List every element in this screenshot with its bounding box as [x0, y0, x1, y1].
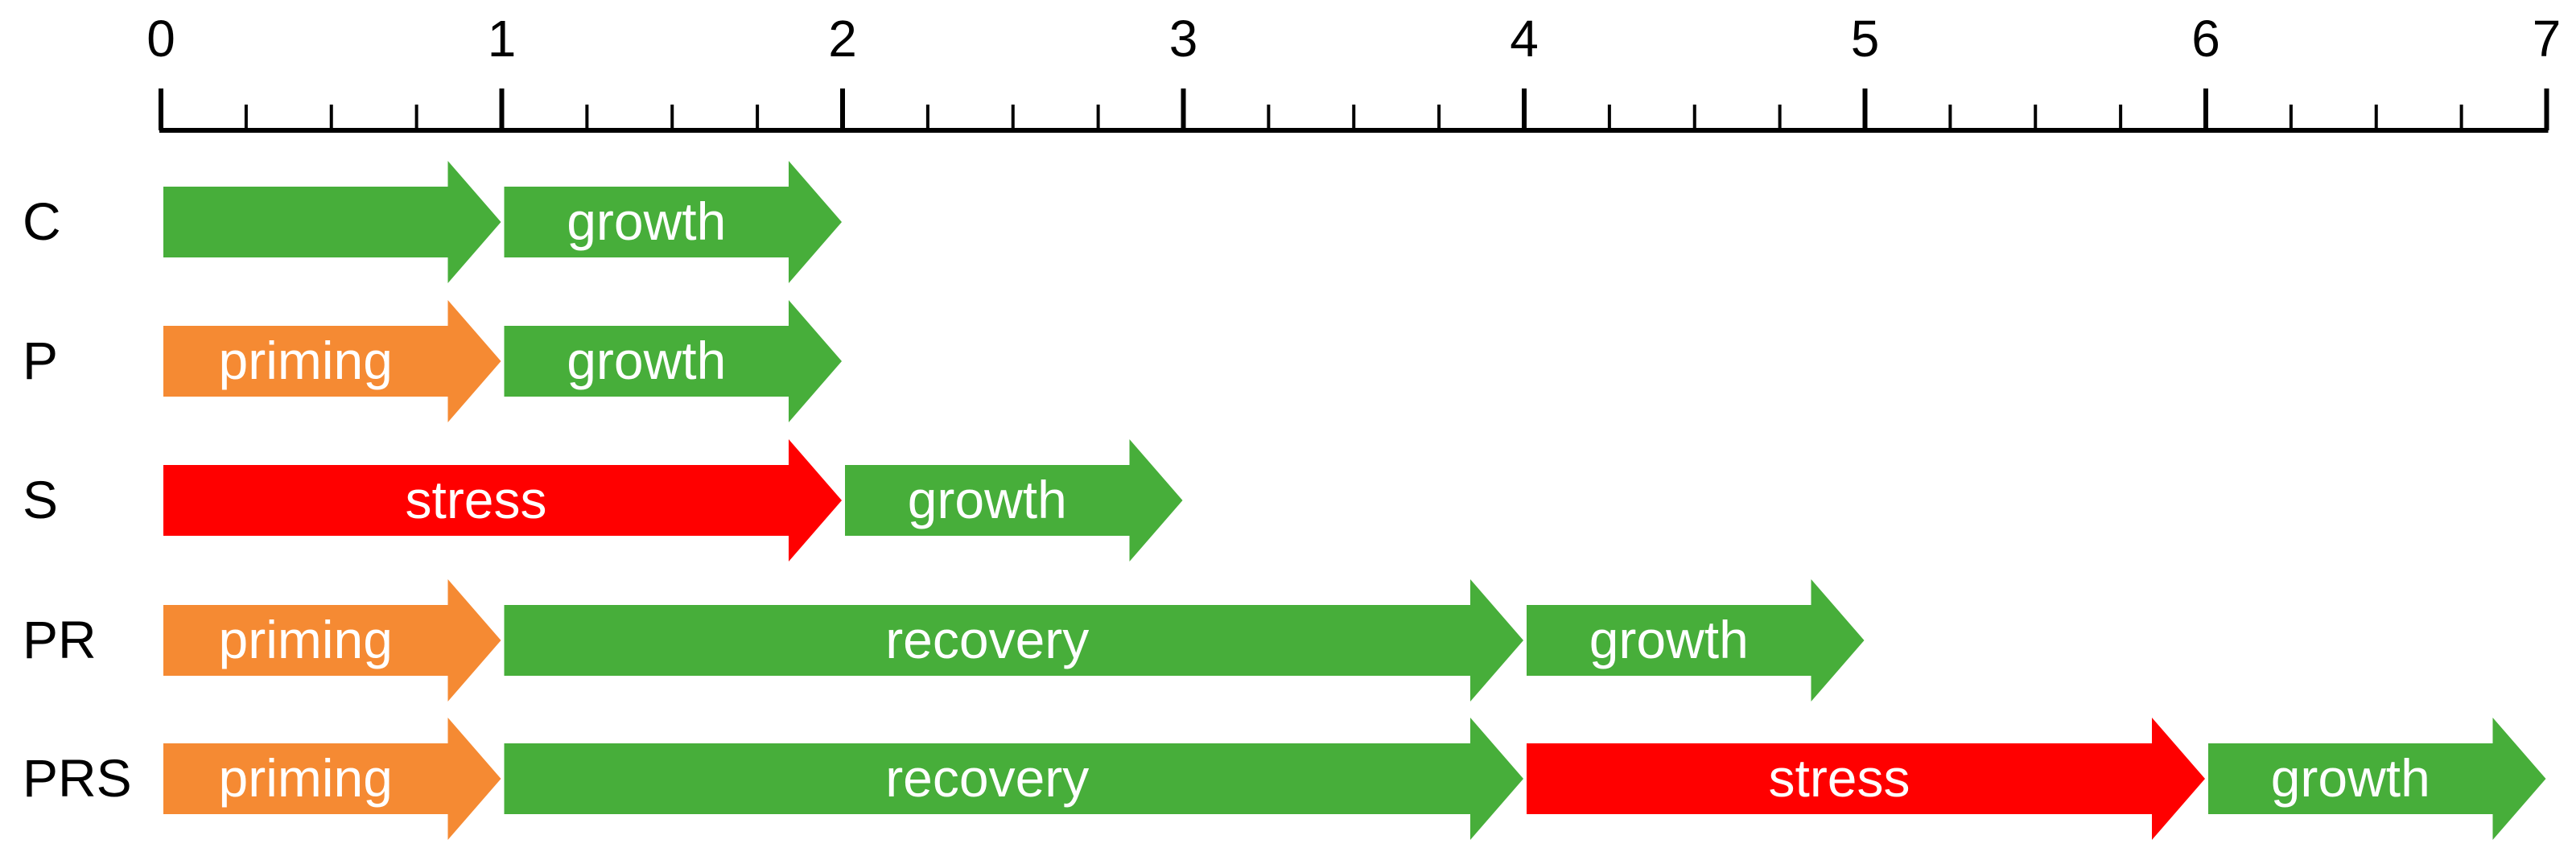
priming-label: priming [219, 331, 393, 390]
growth-arrow [845, 439, 1183, 562]
growth-arrow [504, 161, 842, 283]
row-label: S [23, 470, 58, 529]
growth-label: growth [908, 470, 1067, 529]
growth-arrow [163, 161, 501, 283]
priming-label: priming [219, 610, 393, 669]
tick-label: 0 [146, 10, 175, 68]
recovery-arrow [504, 718, 1523, 840]
growth-label: growth [1589, 610, 1749, 669]
tick-label: 7 [2533, 10, 2562, 68]
tick-label: 4 [1510, 10, 1539, 68]
growth-arrow [1527, 579, 1865, 702]
growth-arrow [504, 300, 842, 422]
recovery-label: recovery [885, 610, 1089, 669]
tick-label: 3 [1169, 10, 1198, 68]
time-axis: 0 1 2 3 4 5 6 7 [146, 10, 2562, 133]
growth-arrow [2208, 718, 2546, 840]
tick-label: 5 [1851, 10, 1880, 68]
row-label: P [23, 331, 58, 390]
row-pr: PR priming recovery growth [23, 579, 1865, 702]
priming-arrow [163, 718, 501, 840]
row-label: PRS [23, 748, 132, 808]
priming-label: priming [219, 748, 393, 808]
recovery-arrow [504, 579, 1523, 702]
tick-label: 6 [2191, 10, 2220, 68]
row-label: C [23, 191, 61, 251]
growth-label: growth [567, 191, 726, 251]
priming-arrow [163, 579, 501, 702]
row-label: PR [23, 610, 97, 669]
recovery-label: recovery [885, 748, 1089, 808]
growth-label: growth [2271, 748, 2430, 808]
stress-arrow [163, 439, 842, 562]
row-prs: PRS priming recovery stress growth [23, 718, 2546, 840]
growth-label: growth [567, 331, 726, 390]
stress-label: stress [1768, 748, 1910, 808]
priming-arrow [163, 300, 501, 422]
stress-label: stress [405, 470, 546, 529]
tick-label: 2 [828, 10, 857, 68]
tick-label: 1 [488, 10, 517, 68]
stress-arrow [1527, 718, 2205, 840]
